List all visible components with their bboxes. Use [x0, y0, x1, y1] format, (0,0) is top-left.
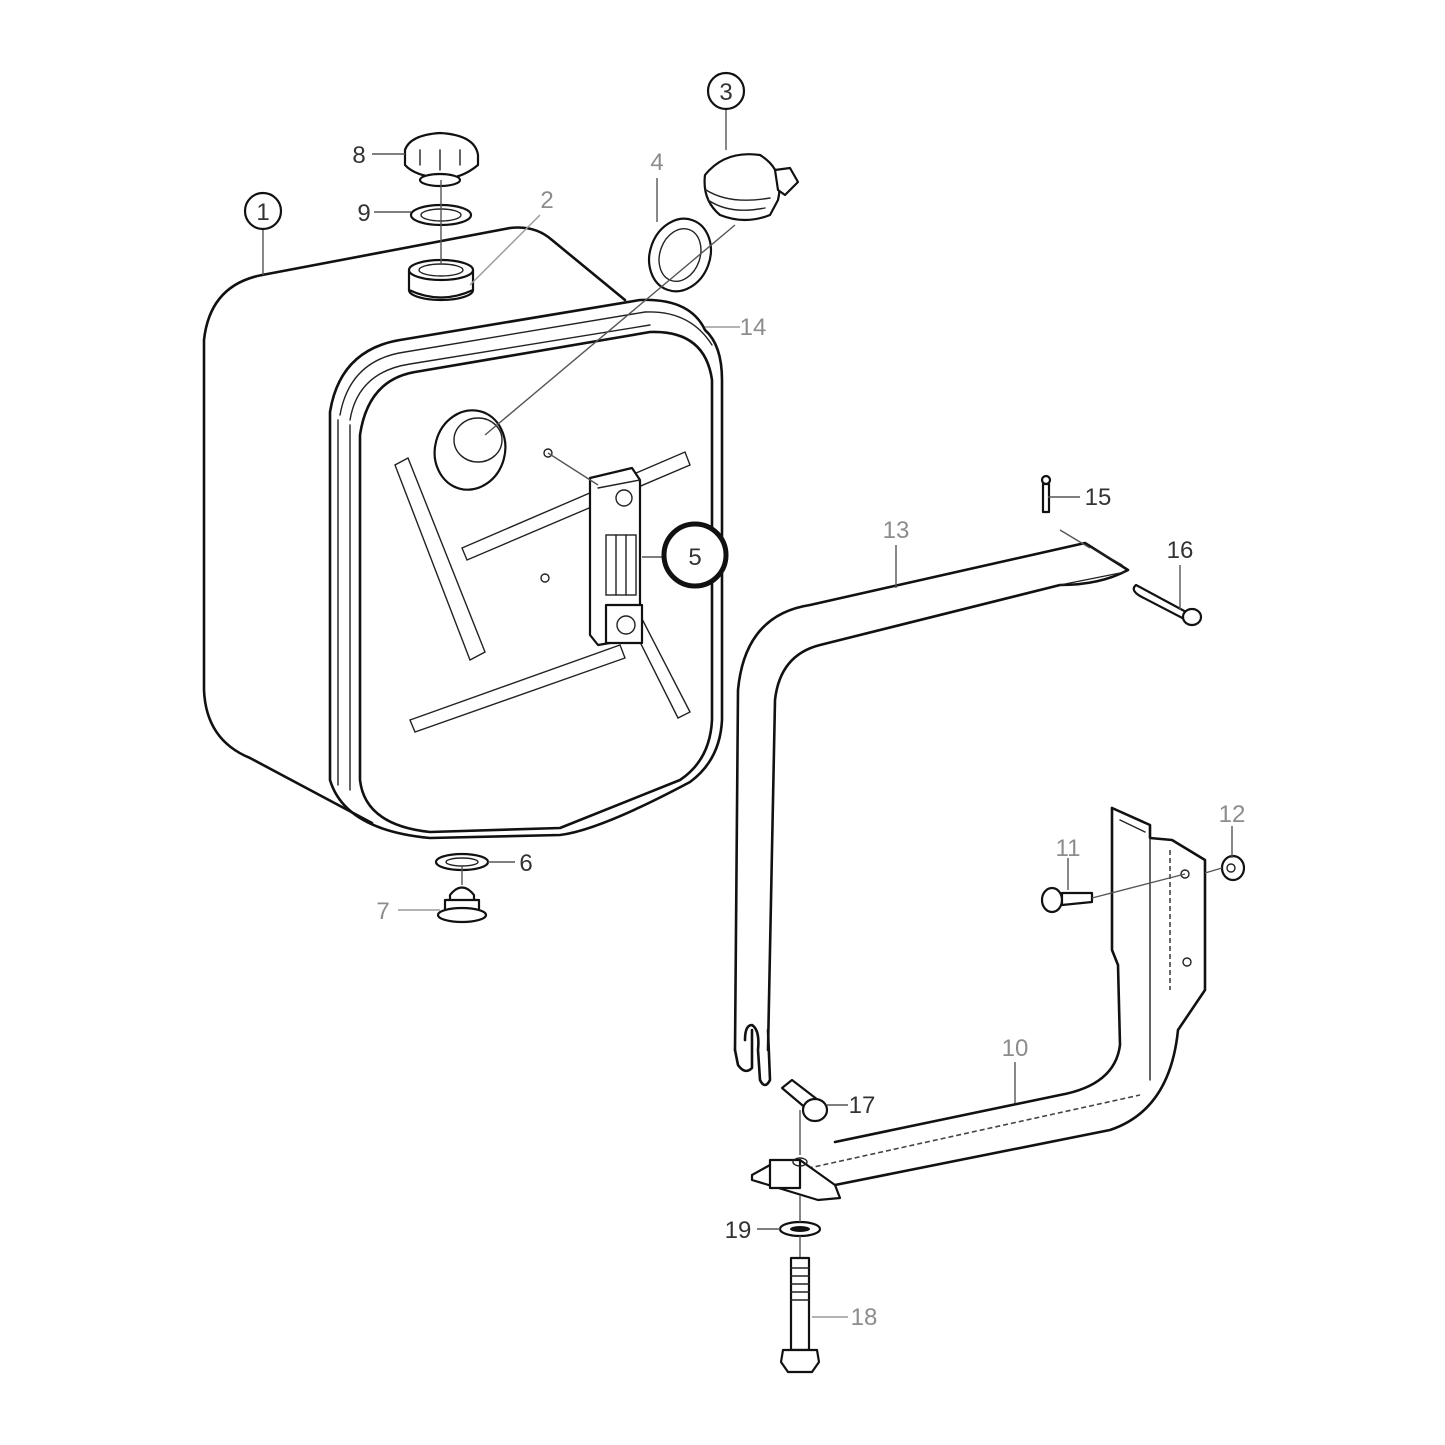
sealing-ring: [647, 217, 713, 293]
callout-1[interactable]: 1: [243, 191, 283, 231]
callout-15-label: 15: [1085, 484, 1112, 511]
callout-5[interactable]: 5: [661, 521, 729, 589]
callout-17-label: 17: [849, 1092, 876, 1119]
callout-17[interactable]: 17: [849, 1092, 876, 1119]
callout-6-label: 6: [519, 850, 532, 877]
callout-14-label: 14: [740, 314, 767, 341]
callout-4[interactable]: 4: [650, 149, 663, 176]
callout-7[interactable]: 7: [376, 898, 389, 925]
callout-16[interactable]: 16: [1167, 537, 1194, 564]
callout-11-label: 11: [1056, 835, 1081, 862]
callout-18-label: 18: [851, 1304, 878, 1331]
callout-15[interactable]: 15: [1085, 484, 1112, 511]
callout-12-label: 12: [1219, 801, 1246, 828]
callout-4-label: 4: [650, 149, 663, 176]
callout-13[interactable]: 13: [883, 517, 910, 544]
callout-2-label: 2: [540, 187, 553, 214]
callout-18[interactable]: 18: [851, 1304, 878, 1331]
split-pin: [1040, 474, 1052, 514]
callout-19-label: 19: [725, 1217, 752, 1244]
bracket: [750, 806, 1207, 1202]
washer: [778, 1220, 822, 1238]
drain-plug: [436, 886, 488, 924]
callout-12[interactable]: 12: [1219, 801, 1246, 828]
callout-6[interactable]: 6: [519, 850, 532, 877]
cap-fitting: [703, 153, 800, 222]
callout-11[interactable]: 11: [1056, 835, 1081, 862]
callout-7-label: 7: [376, 898, 389, 925]
bolt: [779, 1256, 821, 1374]
callout-3-label: 3: [719, 79, 732, 106]
fuel-tank: [202, 226, 724, 840]
callout-13-label: 13: [883, 517, 910, 544]
clevis-pin: [780, 1078, 829, 1123]
callout-10-label: 10: [1002, 1035, 1029, 1062]
callout-3[interactable]: 3: [706, 71, 746, 111]
nut: [1220, 854, 1246, 882]
callout-8[interactable]: 8: [352, 142, 365, 169]
callout-14[interactable]: 14: [740, 314, 767, 341]
callout-5-label: 5: [688, 544, 701, 571]
pin: [1132, 583, 1203, 627]
filler-neck: [407, 258, 475, 302]
callout-9-label: 9: [357, 200, 370, 227]
filler-cap: [403, 131, 480, 188]
callout-10[interactable]: 10: [1002, 1035, 1029, 1062]
callout-16-label: 16: [1167, 537, 1194, 564]
callout-9[interactable]: 9: [357, 200, 370, 227]
tank-strap: [733, 541, 1130, 1087]
callout-2[interactable]: 2: [540, 187, 553, 214]
callout-1-label: 1: [256, 199, 269, 226]
level-gauge: [547, 452, 644, 647]
callout-8-label: 8: [352, 142, 365, 169]
screw: [1040, 886, 1094, 914]
callout-19[interactable]: 19: [725, 1217, 752, 1244]
